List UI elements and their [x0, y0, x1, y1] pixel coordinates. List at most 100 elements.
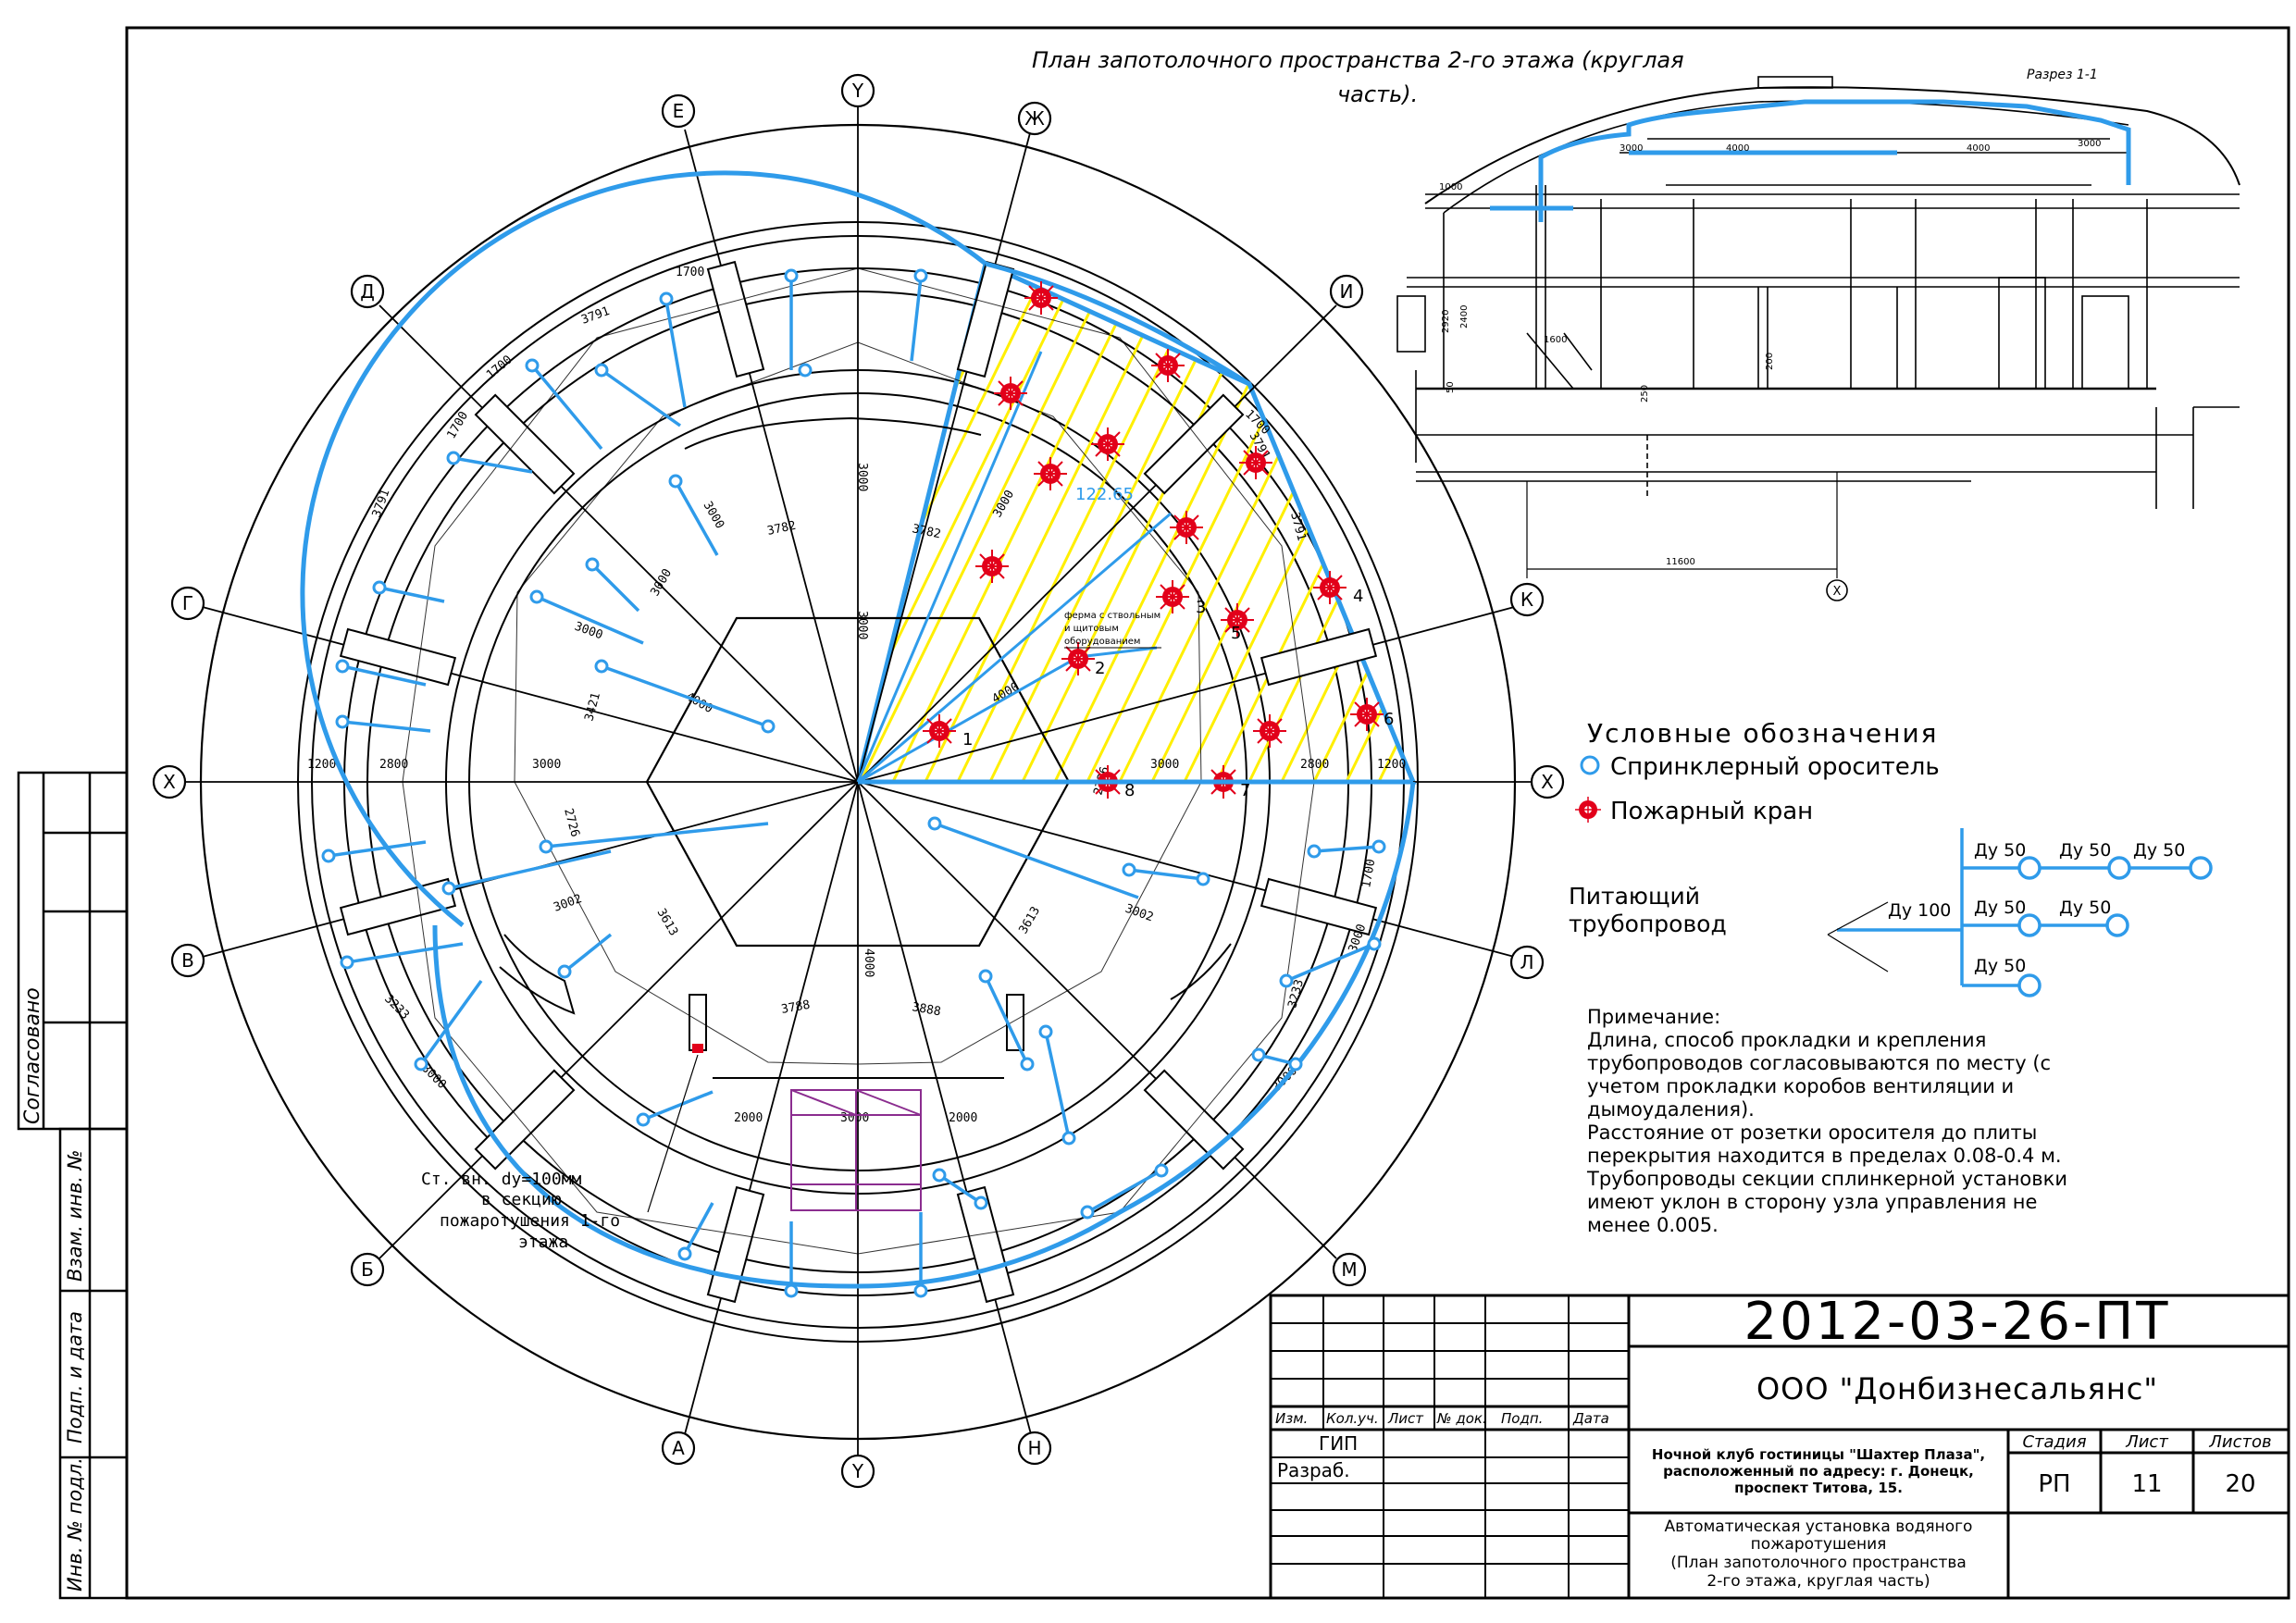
axis-label-n: Н: [1027, 1437, 1041, 1459]
head-listov: Листов: [2208, 1432, 2271, 1452]
dimension-rings: [402, 267, 1315, 1255]
svg-text:250: 250: [1640, 385, 1650, 403]
fire-note-line3: оборудованием: [1064, 637, 1140, 647]
hydrant-num-1: 1: [962, 730, 973, 750]
section-drawing: [1396, 76, 2240, 509]
axis-label-v: В: [181, 949, 194, 972]
section-axis-bubble: [1826, 579, 1848, 601]
dim-1700d: 1700: [1359, 858, 1378, 888]
du50-label-4: Ду 50: [1974, 898, 2026, 918]
section-dim-text: 3000 4000 4000 3000 1000 2920 2400 1600 …: [1439, 139, 2101, 567]
dim-3791b: 3791: [370, 488, 393, 520]
section-axis-label: X: [1833, 585, 1842, 599]
organization-name: ООО "Донбизнесальянс": [1756, 1371, 2158, 1406]
dim-2000b: 2000: [949, 1111, 977, 1125]
elevation-label: 122.65: [1075, 485, 1134, 504]
axis-label-b: Б: [361, 1258, 374, 1281]
riser-label-line2: в секцию: [481, 1190, 562, 1209]
sheet-title-line2: пожаротушения: [1751, 1535, 1887, 1554]
note-line-4: дымоудаления).: [1587, 1098, 1755, 1121]
dim-3000g: 3000: [532, 758, 561, 772]
legend-hydrant-text: Пожарный кран: [1610, 798, 1813, 825]
axis-bubbles: [152, 73, 1565, 1489]
object-line2: расположенный по адресу: г. Донецк,: [1663, 1463, 1974, 1480]
section-base-dim: [1526, 472, 1838, 578]
svg-text:4000: 4000: [1967, 143, 1990, 154]
legend-hydrant-icon: [1575, 797, 1601, 823]
col-list: Лист: [1387, 1410, 1424, 1427]
elevator-shaft: [790, 1089, 922, 1211]
dim-3000e: 3000: [648, 566, 675, 599]
sheet-title-line4: 2-го этажа, круглая часть): [1706, 1572, 1930, 1591]
dim-3888: 3888: [911, 1000, 941, 1019]
sheet-title-line3: (План запотолочного пространства: [1670, 1554, 1967, 1572]
col-koluch: Кол.уч.: [1326, 1410, 1379, 1427]
col-izm: Изм.: [1275, 1410, 1308, 1427]
dim-3613b: 3613: [1016, 904, 1043, 936]
axis-label-y-bottom: Y: [851, 1460, 864, 1482]
du50-label-1: Ду 50: [1974, 840, 2026, 861]
note-line-1: Длина, способ прокладки и крепления: [1587, 1029, 1986, 1051]
legend-title: Условные обозначения: [1587, 718, 1939, 749]
dim-1200a: 1200: [307, 758, 336, 772]
dim-3233a: 3233: [381, 992, 412, 1022]
value-listov: 20: [2225, 1470, 2255, 1498]
dim-3613a: 3613: [654, 907, 681, 939]
note-line-7: Трубопроводы секции сплинкерной установк…: [1586, 1168, 2067, 1190]
value-list: 11: [2131, 1470, 2162, 1498]
section-title: Разрез 1-1: [2027, 68, 2098, 82]
axis-label-g: Г: [182, 592, 193, 614]
feed-leaders: [1827, 901, 1889, 973]
svg-text:11600: 11600: [1666, 557, 1695, 567]
svg-text:3000: 3000: [2078, 139, 2101, 149]
col-ndok: № док.: [1436, 1410, 1487, 1427]
axis-label-a: А: [672, 1437, 685, 1459]
axis-label-k: К: [1520, 588, 1533, 611]
hydrant-pipes: [856, 351, 1172, 784]
hydrant-num-6: 6: [1384, 710, 1394, 729]
drawing-code: 2012-03-26-ПТ: [1744, 1292, 2171, 1352]
sidebar-vzam: Взам. инв. №: [64, 1149, 86, 1282]
col-podp: Подп.: [1501, 1410, 1543, 1427]
dim-4000b: 4000: [862, 948, 875, 977]
axis-label-y-top: Y: [851, 80, 864, 102]
axis-label-i: И: [1340, 280, 1354, 303]
riser-label-line1: Ст. вн. dy=100мм: [421, 1170, 582, 1189]
riser-leader: [647, 1054, 699, 1213]
hydrant-num-2: 2: [1095, 659, 1105, 678]
note-line-3: учетом прокладки коробов вентиляции и: [1587, 1075, 2014, 1097]
column-pads: [339, 260, 1378, 1304]
dim-3782: 3782: [766, 519, 798, 539]
object-line1: Ночной клуб гостиницы "Шахтер Плаза",: [1652, 1446, 1985, 1463]
sprinkler-branches: [328, 277, 1380, 1291]
sprinkler-heads: [321, 268, 1386, 1298]
dim-3000d: 3000: [855, 611, 869, 639]
axis-label-d: Д: [360, 280, 375, 303]
hydrant-num-4: 4: [1353, 587, 1363, 606]
svg-text:1000: 1000: [1439, 182, 1462, 192]
plan-title-line2: часть).: [1337, 81, 1418, 107]
note-title: Примечание:: [1587, 1006, 1720, 1028]
hydrant-num-5: 5: [1231, 624, 1241, 643]
riser-label-line4: этажа: [518, 1233, 568, 1252]
du50-label-6: Ду 50: [1974, 956, 2026, 976]
fire-note-line1: ферма с ствольным: [1064, 611, 1160, 621]
axis-label-x-right: X: [1541, 771, 1554, 793]
du100-label: Ду 100: [1888, 900, 1951, 921]
dim-3421: 3421: [582, 691, 603, 723]
note-line-8: имеют уклон в сторону узла управления не: [1587, 1191, 2037, 1213]
du50-label-2: Ду 50: [2059, 840, 2111, 861]
du50-label-3: Ду 50: [2133, 840, 2185, 861]
hydrant-num-7: 7: [1240, 781, 1250, 800]
plan-title-line1: План запотолочного пространства 2-го эта…: [1032, 47, 1684, 73]
svg-text:4000: 4000: [1726, 143, 1749, 154]
section-pipes: [1490, 99, 2131, 222]
dim-3788: 3788: [780, 998, 811, 1017]
feed-pipe-schematic: [1837, 828, 2213, 997]
dim-1700b: 1700: [484, 353, 515, 382]
note-line-9: менее 0.005.: [1587, 1214, 1719, 1236]
legend-sprinkler-text: Спринклерный ороситель: [1610, 753, 1940, 781]
dim-1700c: 1700: [444, 409, 471, 441]
dim-3000a: 3000: [701, 500, 727, 532]
sidebar-podp: Подп. и дата: [64, 1311, 86, 1443]
